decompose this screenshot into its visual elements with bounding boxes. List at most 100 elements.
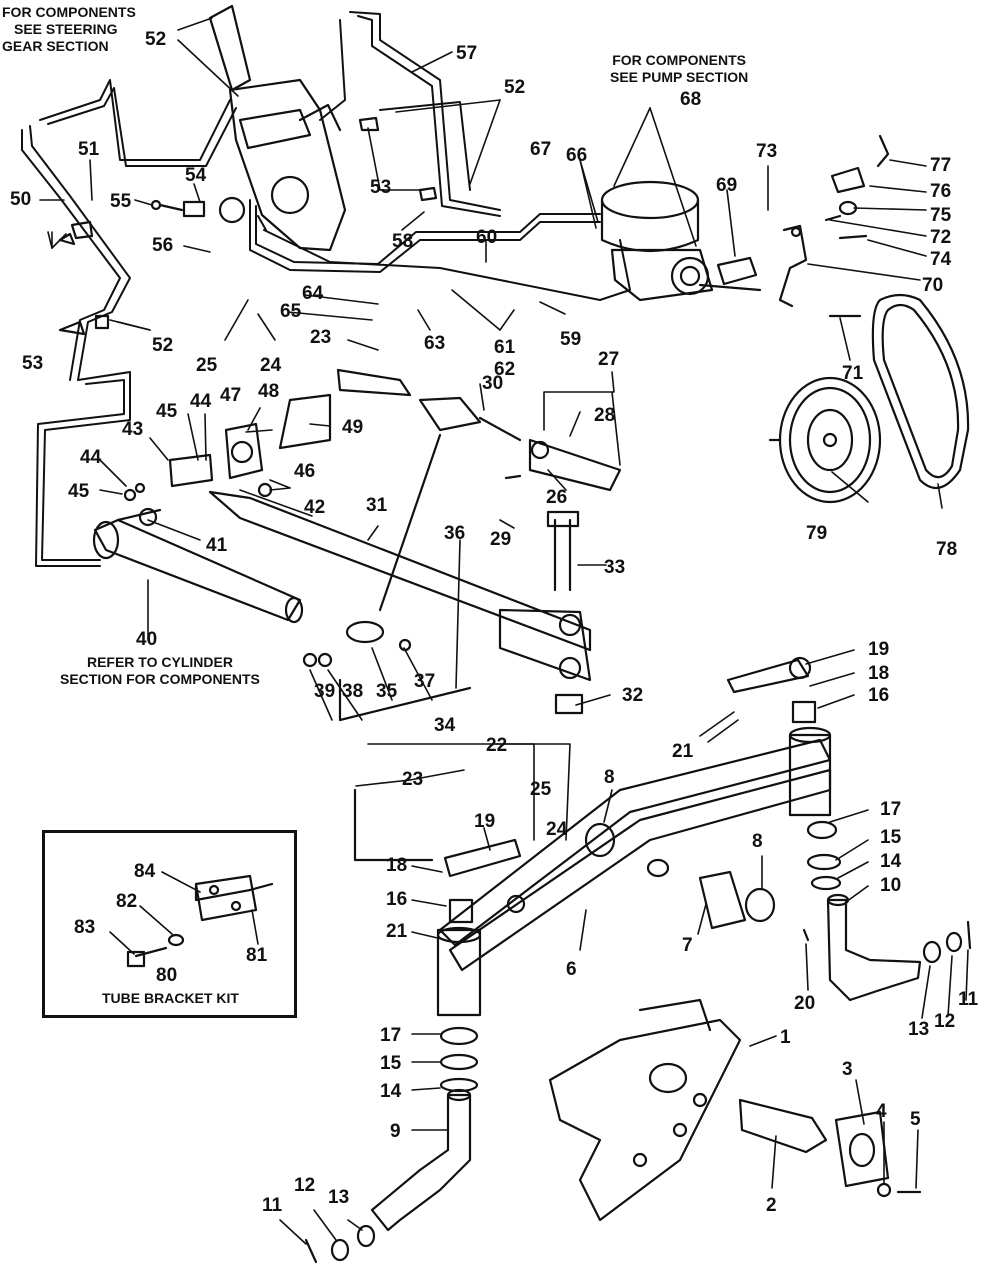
- callout-label: 11: [958, 989, 979, 1010]
- callout-label: 6: [566, 959, 577, 980]
- steering-gear: [208, 4, 347, 252]
- callout-label: 77: [930, 155, 952, 176]
- callout-label: 52: [504, 77, 526, 98]
- tie-rods: [336, 368, 622, 492]
- pump-note: FOR COMPONENTS SEE PUMP SECTION: [610, 52, 748, 86]
- callout-label: 24: [260, 355, 282, 376]
- callout-label: 15: [880, 827, 902, 848]
- callout-label: 65: [280, 301, 302, 322]
- front-axle: [436, 726, 832, 1017]
- callout-label: 76: [930, 181, 952, 202]
- callout-label: 45: [68, 481, 90, 502]
- callout-label: 23: [310, 327, 332, 348]
- callout-label: 75: [930, 205, 952, 226]
- steering-gear-note: FOR COMPONENTS SEE STEERING GEAR SECTION: [2, 4, 136, 55]
- callout-label: 37: [414, 671, 436, 692]
- upper-steering-arm: [726, 656, 817, 724]
- callout-label: 17: [880, 799, 902, 820]
- callout-label: 21: [386, 921, 408, 942]
- callout-label: 14: [880, 851, 902, 872]
- axle-support: [548, 998, 922, 1222]
- callout-label: 71: [842, 363, 864, 384]
- note-line: GEAR SECTION: [2, 38, 109, 54]
- callout-label: 17: [380, 1025, 402, 1046]
- callout-label: 3: [842, 1059, 853, 1080]
- callout-label: 2: [766, 1195, 777, 1216]
- drive-belt: [871, 293, 970, 490]
- callout-label: 39: [314, 681, 336, 702]
- callout-label: 5: [910, 1109, 921, 1130]
- callout-label: 35: [376, 681, 398, 702]
- callout-label: 34: [434, 715, 456, 736]
- note-line: SEE STEERING: [14, 21, 118, 37]
- callout-label: 53: [370, 177, 392, 198]
- callout-label: 10: [880, 875, 902, 896]
- callout-label: 36: [444, 523, 466, 544]
- callout-label: 26: [546, 487, 568, 508]
- callout-label: 16: [868, 685, 890, 706]
- callout-label: 38: [342, 681, 364, 702]
- callout-label: 45: [156, 401, 178, 422]
- callout-label: 19: [868, 639, 890, 660]
- spindles: [304, 893, 972, 1264]
- callout-label: 58: [392, 231, 414, 252]
- callout-label: 8: [604, 767, 615, 788]
- callout-label: 27: [598, 349, 620, 370]
- callout-label: 19: [474, 811, 496, 832]
- callout-label: 72: [930, 227, 952, 248]
- callout-label: 68: [680, 89, 702, 110]
- note-line: SECTION FOR COMPONENTS: [60, 671, 260, 687]
- steering-cylinder: [92, 507, 304, 624]
- callout-label: 44: [80, 447, 102, 468]
- note-line: FOR COMPONENTS: [612, 52, 746, 68]
- note-line: REFER TO CYLINDER: [86, 654, 233, 670]
- callout-label: 1: [780, 1027, 791, 1048]
- callout-label: 49: [342, 417, 364, 438]
- callout-label: 32: [622, 685, 644, 706]
- callout-label: 78: [936, 539, 958, 560]
- callout-label: 64: [302, 283, 324, 304]
- lower-steering-arm: [443, 838, 526, 924]
- callout-label: 54: [185, 165, 207, 186]
- callout-label: 7: [682, 935, 693, 956]
- callout-label: 29: [490, 529, 512, 550]
- callout-label: 50: [10, 189, 32, 210]
- callout-label: 33: [604, 557, 626, 578]
- note-line: SEE PUMP SECTION: [610, 69, 749, 85]
- callout-label: 25: [196, 355, 218, 376]
- callout-label: 70: [922, 275, 944, 296]
- callout-label: 14: [380, 1081, 402, 1102]
- callout-label: 66: [566, 145, 588, 166]
- callout-label: 44: [190, 391, 212, 412]
- outline-brackets: [338, 678, 472, 862]
- bracket-parts: [716, 134, 890, 318]
- callout-label: 61: [494, 337, 516, 358]
- callout-label: 13: [908, 1019, 930, 1040]
- callout-label: 30: [482, 373, 504, 394]
- callout-label: 24: [546, 819, 568, 840]
- callout-label: 69: [716, 175, 738, 196]
- callout-label: 20: [794, 993, 816, 1014]
- callout-label: 18: [868, 663, 890, 684]
- hydraulic-pump: [600, 180, 762, 302]
- callout-label: 40: [136, 629, 158, 650]
- callout-label: 41: [206, 535, 228, 556]
- callout-label: 23: [402, 769, 424, 790]
- callout-label: 67: [530, 139, 552, 160]
- bushings-and-seals: [439, 820, 842, 1093]
- callout-label: 55: [110, 191, 132, 212]
- callout-label: 12: [934, 1011, 956, 1032]
- callout-label: 22: [486, 735, 508, 756]
- callout-label: 13: [328, 1187, 350, 1208]
- callout-label: 16: [386, 889, 408, 910]
- callout-label: 59: [560, 329, 582, 350]
- drag-link: [208, 490, 592, 715]
- callout-label: 12: [294, 1175, 316, 1196]
- callout-label: 83: [74, 917, 96, 938]
- callout-label: 48: [258, 381, 280, 402]
- callout-label: 43: [122, 419, 144, 440]
- callout-label: 82: [116, 891, 138, 912]
- tube-bracket-kit-box: [42, 830, 297, 1018]
